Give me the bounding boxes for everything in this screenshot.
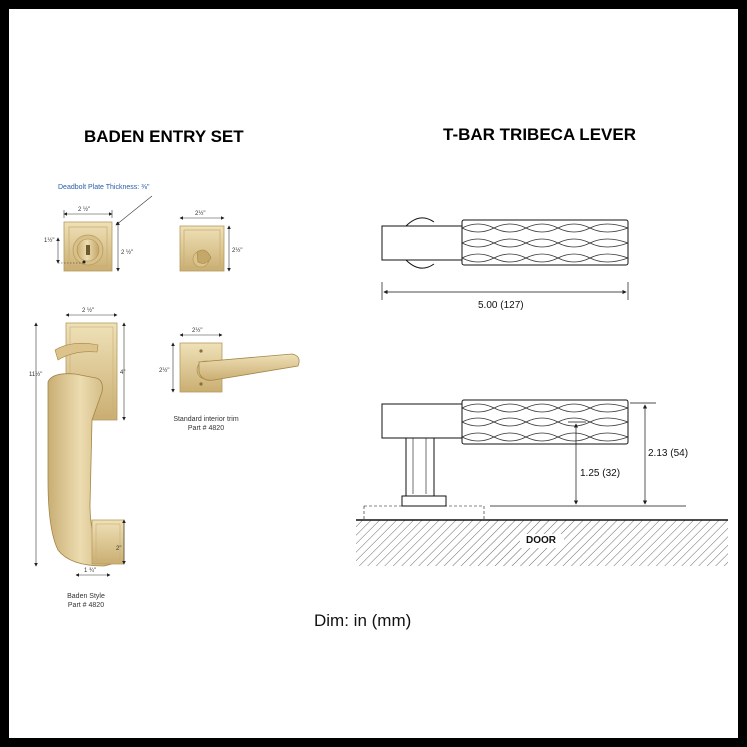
thumbturn-width-label: 2½": [195, 211, 206, 217]
door-surface: [356, 519, 728, 566]
handle-caption-line2: Part # 4820: [67, 602, 105, 609]
handle-top-dim-label: 4": [120, 370, 126, 376]
interior-trim: [179, 342, 300, 393]
handle-bottom-dim-label: 2": [116, 546, 122, 552]
handle-dims: [34, 313, 126, 577]
handle-assembly: [47, 322, 125, 567]
lever-height-label: 2.13 (54): [648, 448, 689, 459]
deadbolt-width-label: 2 ½": [78, 207, 91, 213]
deadbolt-cylinder-label: 1½": [44, 238, 55, 244]
thumbturn-plate: [179, 225, 225, 272]
thumbturn-dims: [179, 216, 231, 272]
deadbolt-height-label: 2 ½": [121, 250, 134, 256]
deadbolt-dims: [56, 195, 153, 272]
handle-caption-line1: Baden Style: [67, 593, 105, 600]
handle-plate-width-label: 2 ½": [82, 308, 95, 314]
units-note: Dim: in (mm): [314, 611, 412, 630]
left-title: BADEN ENTRY SET: [84, 127, 244, 146]
thumbturn-height-label: 2½": [232, 248, 243, 254]
interior-width-label: 2½": [192, 328, 203, 334]
lever-side-view: [363, 399, 686, 521]
right-title: T-BAR TRIBECA LEVER: [443, 125, 636, 144]
handle-base-width-label: 1 ¾": [84, 568, 97, 574]
deadbolt-plate-note: Deadbolt Plate Thickness: ⅜": [58, 184, 150, 191]
page-frame: [9, 9, 738, 738]
lever-projection-label: 1.25 (32): [580, 468, 621, 479]
handle-height-label: 11½": [29, 372, 43, 378]
deadbolt-plate: [63, 221, 113, 272]
interior-caption-line2: Part # 4820: [187, 425, 225, 432]
interior-height-label: 2½": [159, 368, 170, 374]
lever-length-label: 5.00 (127): [478, 300, 524, 311]
interior-dims: [171, 333, 223, 393]
lever-top-view: [381, 217, 629, 300]
door-label: DOOR: [526, 535, 556, 546]
interior-caption-line1: Standard interior trim: [173, 416, 239, 423]
